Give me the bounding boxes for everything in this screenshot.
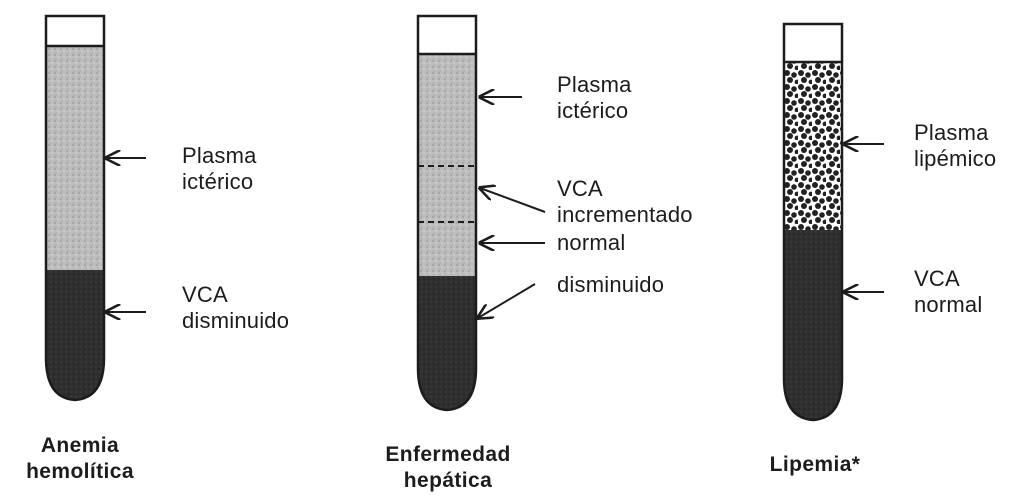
tube-3-cells-layer bbox=[784, 230, 842, 420]
label-vca-3-line2: normal bbox=[914, 292, 983, 317]
tube-2-cap bbox=[418, 16, 476, 54]
label-vca-1-line2: disminuido bbox=[182, 308, 290, 333]
label-vca-2: VCA incrementado bbox=[557, 176, 693, 228]
label-plasma-3: Plasma lipémico bbox=[914, 120, 996, 172]
caption-tube-3: Lipemia* bbox=[755, 452, 875, 478]
label-vca-3-line1: VCA bbox=[914, 266, 960, 291]
caption-tube-2-line2: hepática bbox=[403, 469, 493, 492]
tube-3-outline bbox=[782, 22, 844, 422]
label-vca-1: VCA disminuido bbox=[182, 282, 289, 334]
caption-tube-2-line1: Enfermedad bbox=[385, 443, 511, 466]
label-disminuido-2: disminuido bbox=[557, 272, 665, 297]
tube-2-cells-layer bbox=[418, 276, 476, 410]
label-vca-1-line1: VCA bbox=[182, 282, 228, 307]
label-plasma-2-line2: ictérico bbox=[557, 98, 629, 123]
caption-tube-3-line1: Lipemia* bbox=[769, 453, 861, 476]
label-plasma-3-line1: Plasma bbox=[914, 120, 989, 145]
caption-tube-2: Enfermedad hepática bbox=[368, 442, 528, 494]
tube-1-cells-layer bbox=[46, 270, 104, 400]
label-plasma-1: Plasma ictérico bbox=[182, 143, 257, 195]
label-plasma-2-line1: Plasma bbox=[557, 72, 632, 97]
caption-tube-1: Anemia hemolítica bbox=[15, 433, 145, 485]
tube-1-cap bbox=[46, 16, 104, 46]
label-plasma-2: Plasma ictérico bbox=[557, 72, 632, 124]
label-plasma-1-line1: Plasma bbox=[182, 143, 257, 168]
tube-anemia-hemolitica bbox=[44, 14, 146, 402]
label-plasma-1-line2: ictérico bbox=[182, 169, 254, 194]
tube-2-outline bbox=[416, 14, 478, 412]
tube-3-cap bbox=[784, 24, 842, 62]
label-vca-2-line2: incrementado bbox=[557, 202, 693, 227]
tube-1-outline bbox=[44, 14, 106, 402]
tube-enfermedad-hepatica bbox=[416, 14, 546, 412]
label-vca-2-line1: VCA bbox=[557, 176, 603, 201]
arrow-disminuido bbox=[478, 283, 536, 318]
tube-1-plasma-ictericus-layer bbox=[46, 46, 104, 270]
label-normal-2: normal bbox=[557, 230, 626, 255]
tube-lipemia bbox=[782, 22, 884, 422]
arrow-vca-incrementado bbox=[480, 188, 546, 213]
caption-tube-1-line1: Anemia bbox=[40, 434, 120, 457]
tube-3-plasma-lipemic-layer bbox=[784, 62, 842, 230]
caption-tube-1-line2: hemolítica bbox=[26, 460, 134, 483]
label-plasma-3-line2: lipémico bbox=[914, 146, 997, 171]
label-vca-3: VCA normal bbox=[914, 266, 982, 318]
tube-2-plasma-ictericus-layer bbox=[418, 54, 476, 276]
